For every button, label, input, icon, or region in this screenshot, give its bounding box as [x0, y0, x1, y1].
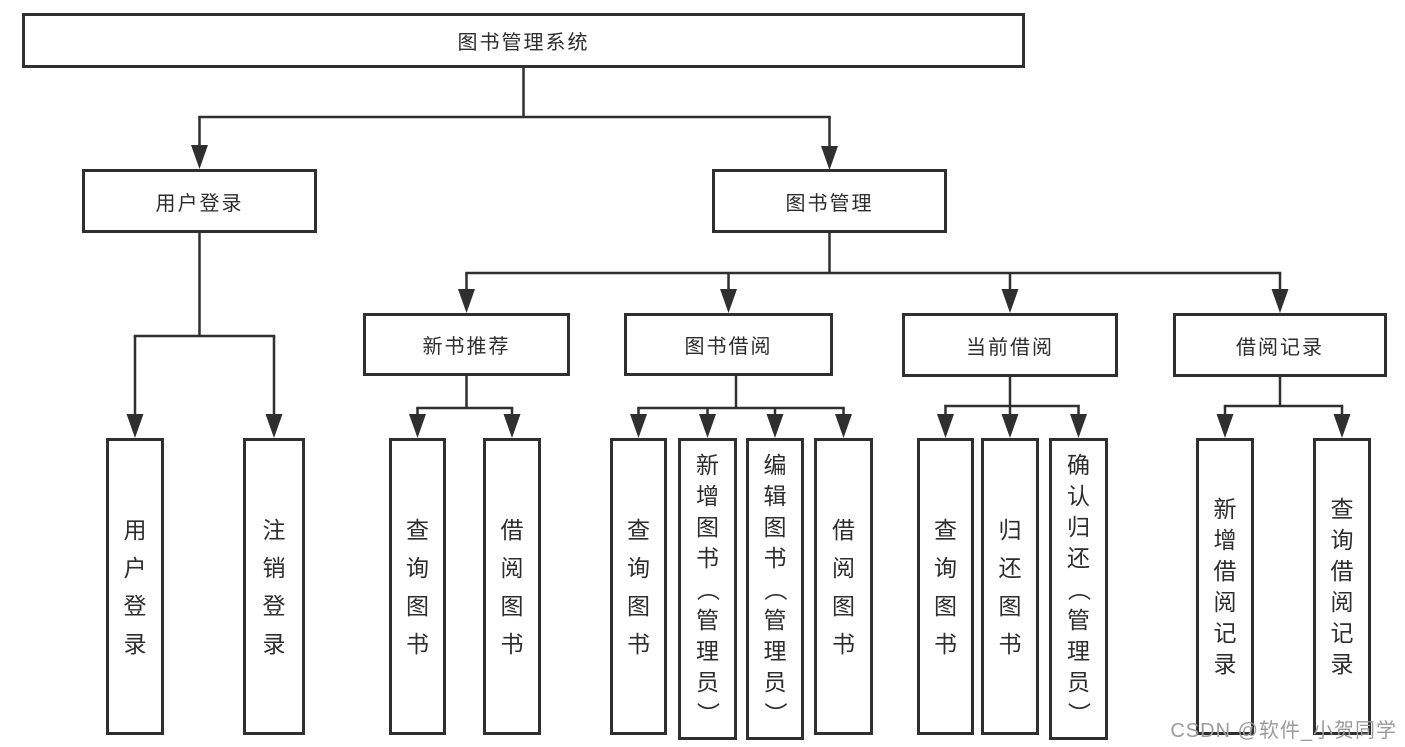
- node-user-login: 用户登录: [82, 169, 317, 233]
- leaf-newbook-query-books: 查询图书: [389, 438, 446, 735]
- csdn-watermark: CSDN @软件_小贺同学: [1170, 720, 1397, 742]
- leaf-borrow-query-books: 查询图书: [610, 438, 667, 735]
- leaf-newbook-borrow-books: 借阅图书: [483, 438, 541, 735]
- node-book-borrowing: 图书借阅: [624, 313, 833, 376]
- node-borrowing-records: 借阅记录: [1173, 313, 1387, 377]
- leaf-current-return-books: 归还图书: [981, 438, 1039, 735]
- node-root-system: 图书管理系统: [22, 13, 1025, 68]
- node-new-book-recommend: 新书推荐: [363, 313, 570, 376]
- leaf-user-login: 用户登录: [106, 438, 164, 735]
- leaf-borrow-add-books-admin: 新增图书（管理员）: [678, 438, 737, 740]
- leaf-current-query-books: 查询图书: [917, 438, 974, 735]
- node-book-management: 图书管理: [712, 169, 947, 233]
- leaf-records-add-record: 新增借阅记录: [1196, 438, 1254, 735]
- node-current-borrowing: 当前借阅: [902, 313, 1118, 377]
- leaf-logout: 注销登录: [243, 438, 305, 735]
- leaf-borrow-borrow-books: 借阅图书: [814, 438, 873, 735]
- leaf-records-query-record: 查询借阅记录: [1313, 438, 1371, 735]
- leaf-borrow-edit-books-admin: 编辑图书（管理员）: [746, 438, 804, 740]
- leaf-current-confirm-return-admin: 确认归还（管理员）: [1049, 438, 1108, 740]
